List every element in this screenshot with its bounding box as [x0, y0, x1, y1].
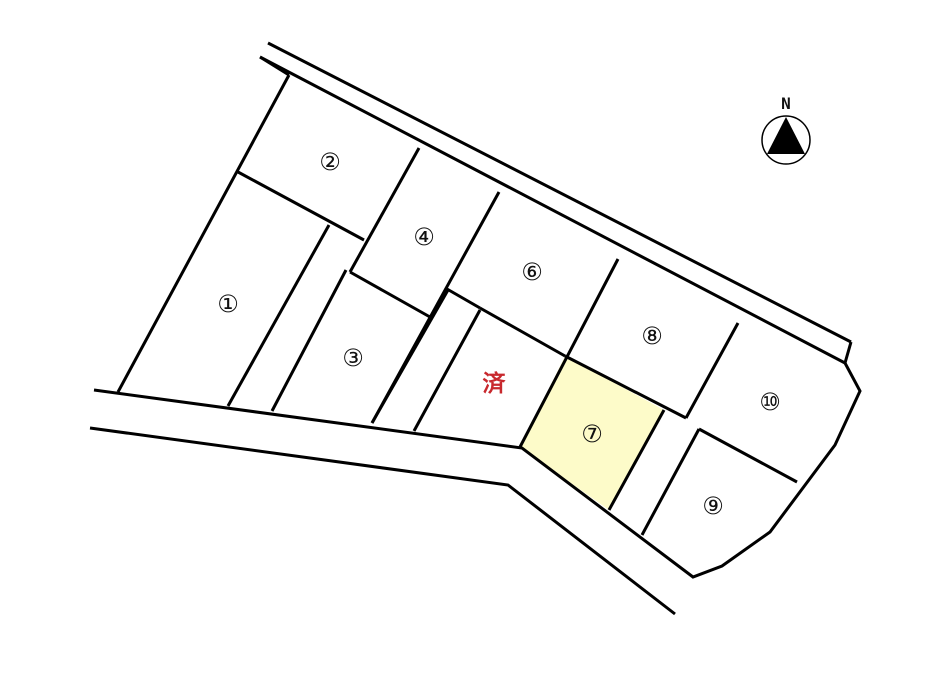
- lot-8-label[interactable]: ⑧: [641, 322, 663, 350]
- top-road: [259, 41, 853, 365]
- bottom-road: [89, 426, 676, 616]
- lot-4-label[interactable]: ④: [413, 223, 435, 251]
- lot-7-highlight[interactable]: [520, 356, 664, 510]
- north-arrow-icon: N: [761, 94, 811, 165]
- lot-division-lines: [226, 147, 798, 536]
- lot-3-label[interactable]: ③: [342, 344, 364, 372]
- lot-9-label[interactable]: ⑨: [702, 492, 724, 520]
- subdivision-boundary: [93, 55, 862, 579]
- north-label: N: [781, 94, 791, 113]
- lot-7-label[interactable]: ⑦: [581, 420, 603, 448]
- sold-lot-label: 済: [483, 370, 507, 397]
- lot-6-label[interactable]: ⑥: [521, 258, 543, 286]
- lot-2-label[interactable]: ②: [319, 148, 341, 176]
- lot-1-label[interactable]: ①: [217, 290, 239, 318]
- lot-10-label[interactable]: ⑩: [759, 388, 781, 416]
